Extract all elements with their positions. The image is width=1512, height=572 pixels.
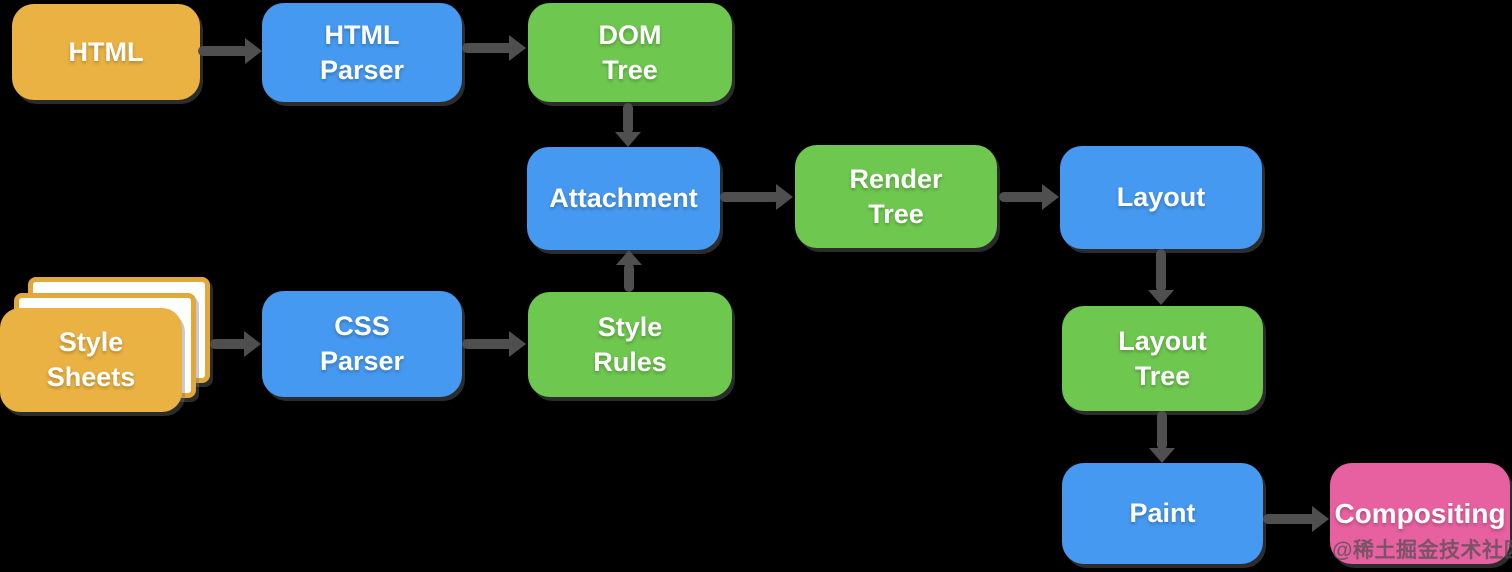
arrow-head-icon [1149, 448, 1175, 463]
node-compositing: Compositing [1330, 463, 1510, 564]
arrow-head-icon [244, 331, 261, 357]
arrow-html-to-html-parser [198, 38, 262, 64]
arrow-shaft [999, 192, 1046, 202]
arrow-layout-tree-to-paint [1149, 411, 1175, 463]
arrow-head-icon [616, 250, 642, 265]
arrow-shaft [1263, 514, 1316, 524]
arrow-style-rules-to-attachment [616, 250, 642, 292]
node-html-parser-label: HTML Parser [319, 19, 405, 85]
arrow-head-icon [245, 38, 262, 64]
arrow-dom-tree-to-attachment [615, 103, 641, 147]
node-style-rules-label: Style Rules [593, 311, 667, 377]
node-paint: Paint [1062, 463, 1263, 564]
node-dom-tree: DOM Tree [528, 3, 732, 102]
arrow-shaft [462, 339, 513, 349]
node-dom-tree-label: DOM Tree [598, 19, 662, 85]
arrow-head-icon [1148, 290, 1174, 305]
node-attachment: Attachment [527, 147, 720, 250]
node-compositing-label: Compositing [1334, 497, 1506, 529]
arrow-shaft [198, 46, 249, 56]
arrow-layout-to-layout-tree [1148, 249, 1174, 305]
node-style-rules: Style Rules [528, 292, 732, 397]
arrow-shaft [1156, 249, 1166, 292]
node-style-sheets-label: Style Sheets [46, 327, 136, 392]
node-layout-label: Layout [1116, 182, 1206, 213]
arrow-head-icon [615, 132, 641, 147]
node-paint-label: Paint [1129, 498, 1196, 529]
node-attachment-label: Attachment [549, 183, 698, 214]
node-layout: Layout [1060, 146, 1262, 249]
arrow-head-icon [509, 35, 526, 61]
arrow-html-parser-to-dom-tree [462, 35, 526, 61]
node-layout-tree-label: Layout Tree [1118, 325, 1207, 391]
node-css-parser-label: CSS Parser [319, 311, 405, 376]
arrow-head-icon [509, 331, 526, 357]
arrow-head-icon [1042, 184, 1059, 210]
node-render-tree-label: Render Tree [849, 163, 943, 229]
node-render-tree: Render Tree [795, 145, 997, 248]
arrow-css-parser-to-style-rules [462, 331, 526, 357]
arrow-style-sheets-to-css-parser [210, 331, 261, 357]
node-html-parser: HTML Parser [262, 3, 462, 102]
node-html-label: HTML [68, 36, 144, 67]
arrow-shaft [623, 103, 633, 134]
node-html: HTML [12, 4, 200, 100]
arrow-paint-to-compositing [1263, 506, 1329, 532]
arrow-shaft [210, 339, 248, 349]
arrow-attachment-to-render-tree [720, 184, 793, 210]
watermark-juejin: @稀土掘金技术社区 [1332, 539, 1512, 562]
arrow-head-icon [1312, 506, 1329, 532]
node-layout-tree: Layout Tree [1062, 306, 1263, 411]
arrow-shaft [624, 263, 634, 292]
node-css-parser: CSS Parser [262, 291, 462, 397]
arrow-render-tree-to-layout [999, 184, 1059, 210]
arrow-shaft [1157, 411, 1167, 450]
arrow-head-icon [776, 184, 793, 210]
arrow-shaft [462, 43, 513, 53]
node-style-sheets: Style Sheets [0, 308, 182, 412]
arrow-shaft [720, 192, 780, 202]
